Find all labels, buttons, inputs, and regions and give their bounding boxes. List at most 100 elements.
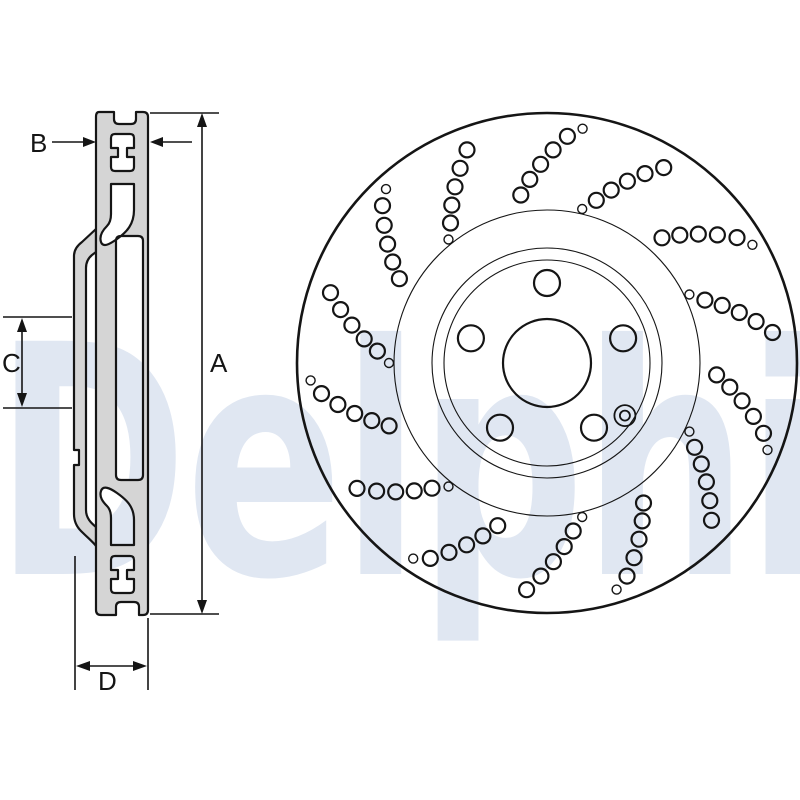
bolt-holes	[456, 268, 638, 442]
drill-hole-small	[577, 511, 588, 523]
drill-hole-ring	[451, 159, 469, 177]
drill-hole-ring	[423, 479, 441, 497]
hub-outer-edge	[431, 247, 663, 479]
drill-hole-ring	[701, 492, 719, 510]
drill-hole-small	[443, 234, 454, 245]
drill-hole-ring	[564, 522, 582, 540]
drill-hole-ring	[625, 549, 643, 567]
drill-hole-small	[747, 239, 758, 251]
bolt-hole	[456, 324, 485, 353]
dimension-label-d: D	[98, 666, 117, 696]
center-bore	[501, 317, 593, 409]
drill-hole-ring	[721, 378, 739, 396]
bolt-hole	[485, 413, 515, 442]
locating-pin-hole	[613, 404, 637, 428]
dimension-d-left-arrowhead	[76, 661, 90, 671]
drill-hole-ring	[321, 284, 340, 302]
drill-hole-ring	[618, 567, 636, 585]
drill-hole-ring	[696, 291, 714, 309]
drill-hole-ring	[744, 407, 763, 425]
concentric-circles	[295, 111, 799, 615]
drill-hole-ring	[655, 159, 673, 177]
drill-hole-ring	[474, 527, 492, 545]
drill-hole-small	[443, 481, 454, 492]
drill-pattern	[305, 123, 782, 599]
drill-hole-ring	[634, 494, 653, 512]
dimension-c-top-arrowhead	[17, 318, 27, 332]
drill-hole-ring	[633, 512, 651, 530]
drill-hole-ring	[531, 155, 550, 173]
bolt-hole	[608, 324, 638, 353]
drill-hole-ring	[312, 385, 331, 403]
drill-hole-ring	[636, 165, 654, 183]
drill-hole-ring	[489, 517, 507, 535]
drill-hole-ring	[458, 536, 476, 554]
drill-hole-ring	[763, 323, 782, 342]
drill-hole-ring	[544, 141, 562, 159]
dimensions: B A C D	[2, 112, 228, 696]
drill-hole-ring	[343, 316, 361, 334]
dimension-a-top-arrowhead	[197, 113, 207, 127]
drill-hole-ring	[387, 483, 405, 501]
drill-hole-ring	[379, 235, 397, 253]
drill-hole-ring	[368, 342, 386, 360]
band-section	[94, 110, 150, 617]
drill-hole-ring	[368, 482, 386, 500]
dimension-label-c: C	[2, 348, 21, 378]
drill-hole-ring	[558, 127, 577, 145]
drill-hole-ring	[355, 330, 373, 348]
drill-hole-small	[762, 444, 773, 456]
cross-section-view	[72, 110, 150, 617]
pin-hole-outer	[613, 404, 637, 428]
bolt-hole	[579, 413, 609, 442]
drill-hole-ring	[708, 226, 727, 244]
drill-hole-ring	[685, 438, 704, 456]
drill-hole-ring	[405, 482, 423, 500]
drill-hole-small	[684, 289, 695, 300]
drill-hole-ring	[512, 186, 530, 204]
drill-hole-ring	[384, 253, 402, 271]
dimension-d-right-arrowhead	[133, 661, 147, 671]
drill-hole-ring	[618, 172, 637, 190]
drill-hole-ring	[707, 366, 726, 384]
drill-hole-small	[408, 553, 419, 564]
drill-hole-ring	[346, 404, 364, 423]
friction-surface-inner-edge	[393, 209, 701, 517]
drill-hole-ring	[390, 270, 408, 288]
disc-outer-edge	[295, 111, 799, 615]
drill-hole-small	[577, 123, 588, 134]
drill-hole-ring	[521, 170, 539, 188]
drill-hole-small	[380, 183, 392, 195]
drill-hole-ring	[332, 301, 350, 319]
dimension-label-b: B	[30, 128, 47, 158]
drill-hole-small	[305, 375, 316, 386]
drill-hole-ring	[713, 296, 731, 314]
drill-hole-small	[383, 357, 395, 369]
drill-hole-ring	[517, 581, 536, 599]
drill-hole-ring	[754, 424, 773, 442]
drill-hole-ring	[697, 473, 716, 491]
dimension-label-a: A	[210, 348, 228, 378]
bolt-hole	[532, 268, 562, 298]
drill-hole-ring	[458, 141, 476, 159]
drill-hole-ring	[544, 553, 563, 571]
drill-hole-ring	[441, 214, 460, 232]
drill-hole-ring	[653, 229, 671, 247]
drill-hole-ring	[630, 530, 648, 548]
front-view	[295, 111, 799, 615]
drill-hole-ring	[702, 511, 721, 529]
drill-hole-ring	[373, 197, 392, 215]
drill-hole-ring	[689, 225, 707, 243]
drill-hole-ring	[348, 479, 366, 497]
drill-hole-ring	[329, 395, 347, 414]
drill-hole-small	[611, 584, 622, 595]
drill-hole-ring	[555, 537, 573, 556]
drill-hole-ring	[747, 312, 765, 331]
drill-hole-ring	[730, 303, 748, 322]
drill-hole-ring	[532, 567, 550, 585]
drill-hole-ring	[587, 191, 605, 209]
drill-hole-ring	[375, 216, 393, 234]
drill-hole-small	[577, 203, 588, 215]
